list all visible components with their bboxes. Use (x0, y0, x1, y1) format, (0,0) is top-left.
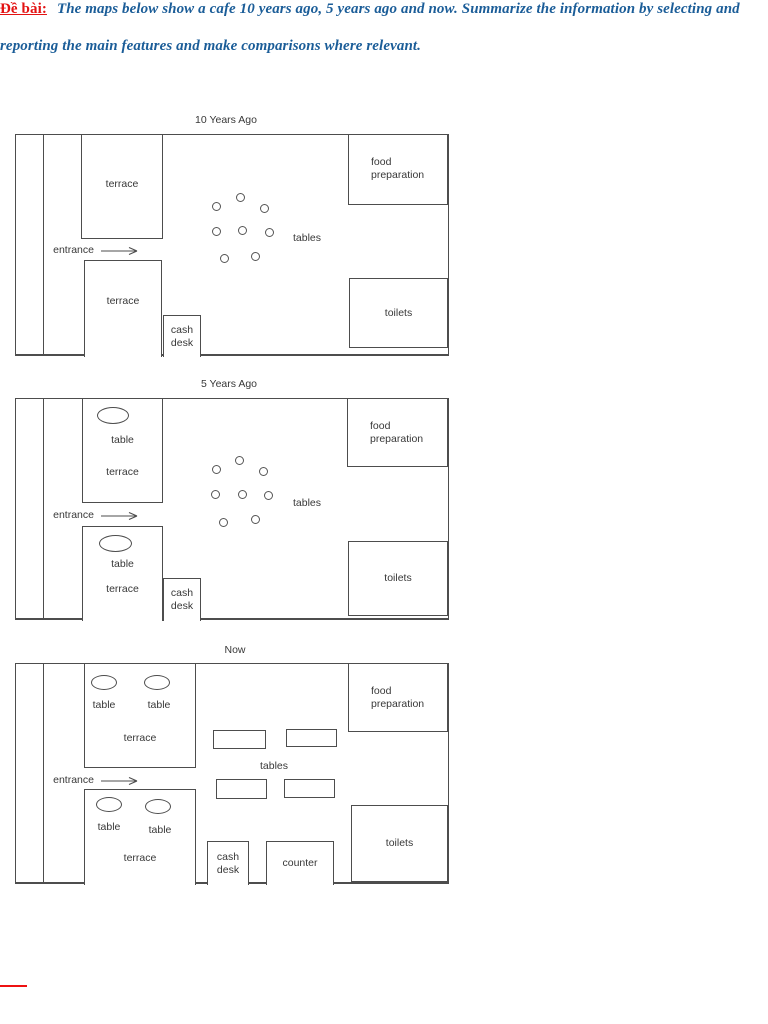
round-table (212, 465, 221, 474)
map-title-now: Now (224, 644, 246, 656)
cash-desk-room: cash desk (163, 315, 201, 357)
terrace-table-label: table (111, 558, 134, 570)
rect-table (286, 729, 337, 747)
terrace-top-label: terrace (106, 466, 139, 478)
terrace-table-label: table (111, 434, 134, 446)
map-5-years-ago: 5 Years Ago table terrace entrance table… (15, 378, 449, 621)
round-table (212, 227, 221, 236)
rect-table (284, 779, 335, 798)
terrace-table-label: table (148, 824, 172, 836)
entrance-arrow-icon (101, 776, 138, 786)
task-prompt-text2: reporting the main features and make com… (0, 38, 422, 54)
food-preparation-label: food preparation (371, 685, 425, 710)
round-table (260, 204, 269, 213)
round-table (235, 456, 244, 465)
cash-desk-label: cash desk (170, 323, 194, 349)
map-title-10-years-ago: 10 Years Ago (195, 114, 257, 126)
toilets-label: toilets (385, 837, 414, 849)
food-preparation-room: food preparation (348, 664, 448, 732)
left-corridor-wall (43, 135, 44, 354)
tables-label: tables (292, 232, 322, 244)
terrace-table-oval (97, 407, 129, 424)
terrace-table-oval (96, 797, 122, 812)
toilets-room: toilets (351, 805, 448, 882)
terrace-top-room (81, 135, 163, 239)
counter-label: counter (282, 857, 318, 869)
rect-table (213, 730, 266, 749)
task-prompt-line1: Đề bài: The maps below show a cafe 10 yea… (0, 1, 768, 18)
round-table (238, 226, 247, 235)
round-table (236, 193, 245, 202)
food-preparation-label: food preparation (371, 156, 425, 181)
terrace-table-oval (145, 799, 171, 814)
terrace-table-oval (99, 535, 132, 552)
terrace-table-oval (91, 675, 117, 690)
terrace-table-oval (144, 675, 170, 690)
toilets-label: toilets (384, 572, 412, 584)
map-title-5-years-ago: 5 Years Ago (200, 378, 258, 390)
terrace-bottom-room (84, 260, 162, 357)
toilets-label: toilets (384, 306, 413, 319)
cash-desk-label: cash desk (170, 587, 194, 612)
round-table (265, 228, 274, 237)
food-preparation-room: food preparation (348, 135, 448, 205)
entrance-arrow-icon (101, 246, 138, 256)
round-table (212, 202, 221, 211)
round-table (259, 467, 268, 476)
round-table (264, 491, 273, 500)
terrace-top-label: terrace (123, 732, 157, 744)
cash-desk-room: cash desk (163, 578, 201, 621)
map-10-years-ago: 10 Years Ago terrace entrance terrace ca… (15, 114, 449, 357)
tables-label: tables (259, 760, 289, 772)
terrace-bottom-label: terrace (106, 583, 139, 595)
round-table (211, 490, 220, 499)
cash-desk-label: cash desk (216, 850, 240, 876)
task-prompt-line2: reporting the main features and make com… (0, 38, 768, 55)
task-prompt-text1: The maps below show a cafe 10 years ago,… (56, 1, 740, 17)
terrace-table-label: table (92, 699, 116, 711)
terrace-bottom-label: terrace (106, 295, 140, 307)
cash-desk-room: cash desk (207, 841, 249, 885)
round-table (220, 254, 229, 263)
terrace-table-label: table (97, 821, 121, 833)
red-dash-mark (0, 985, 27, 987)
left-corridor-wall (43, 664, 44, 882)
map-now: Now table table terrace entrance table t… (15, 644, 449, 885)
entrance-label: entrance (53, 774, 94, 786)
round-table (251, 252, 260, 261)
rect-table (216, 779, 267, 799)
entrance-arrow-icon (101, 511, 138, 521)
round-table (219, 518, 228, 527)
terrace-bottom-label: terrace (123, 852, 157, 864)
terrace-table-label: table (147, 699, 171, 711)
toilets-room: toilets (349, 278, 448, 348)
food-preparation-room: food preparation (347, 399, 448, 467)
task-label: Đề bài: (0, 1, 47, 17)
round-table (238, 490, 247, 499)
toilets-room: toilets (348, 541, 448, 616)
round-table (251, 515, 260, 524)
entrance-label: entrance (53, 244, 94, 256)
terrace-top-label: terrace (105, 178, 139, 190)
entrance-label: entrance (53, 509, 94, 521)
tables-label: tables (292, 497, 322, 509)
left-corridor-wall (43, 399, 44, 618)
counter-room: counter (266, 841, 334, 885)
food-preparation-label: food preparation (370, 420, 424, 445)
